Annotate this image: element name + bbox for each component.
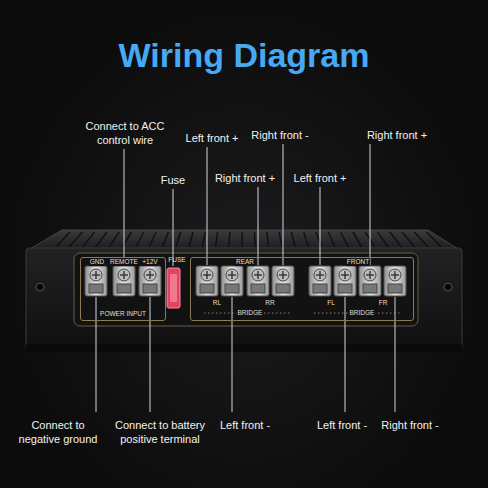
fuse-element: [170, 274, 177, 302]
heatsink-top: [30, 230, 458, 249]
leader-line: [207, 147, 208, 265]
terminals: [85, 266, 406, 296]
fin: [267, 232, 269, 247]
terminal-label: BRIDGE: [349, 309, 376, 317]
callout-label: Left front +: [265, 171, 375, 185]
callout-label: Left front -: [190, 418, 300, 432]
leader-line: [320, 187, 321, 265]
fuse-symbol: [167, 268, 180, 308]
fin: [56, 232, 70, 247]
terminal-label: FR: [378, 299, 389, 307]
callout-label: Left front +: [157, 131, 267, 145]
fin: [279, 232, 282, 247]
fin: [69, 232, 82, 247]
leader-line: [173, 189, 174, 266]
screw-terminal: [85, 266, 107, 296]
terminal-panel: REARFRONTRLRRFLFRBRIDGEBRIDGE: [190, 257, 414, 321]
callout-label: Right front +: [190, 171, 300, 185]
terminal-panel: GND REMOTE+12V POWER INPUT: [80, 257, 166, 321]
mount-hole: [36, 283, 44, 291]
leader-line: [150, 297, 151, 412]
callout-label: Connect to battery positive terminal: [105, 418, 215, 446]
heatsink-fins: [56, 232, 441, 247]
terminal-label: RL: [212, 299, 222, 307]
leader-line: [283, 144, 284, 265]
terminal-label: REMOTE: [109, 258, 139, 266]
terminal-label: POWER INPUT: [99, 310, 147, 318]
fin: [316, 232, 322, 247]
screw-terminal: [384, 266, 406, 296]
terminal-label: +12V: [141, 258, 158, 266]
terminal-label: BRIDGE: [237, 309, 264, 317]
fin: [390, 232, 402, 247]
leader-line: [124, 149, 125, 265]
title: Wiring Diagram: [0, 36, 488, 75]
callout-label: Connect to ACC control wire: [77, 119, 173, 147]
screw-terminal: [196, 266, 218, 296]
fin: [328, 232, 335, 247]
screw-terminal: [359, 266, 381, 296]
fin: [414, 232, 428, 247]
terminal-label: FUSE: [121, 256, 233, 264]
fin: [83, 232, 95, 247]
fin: [109, 232, 119, 247]
fin: [402, 232, 415, 247]
fin: [341, 232, 349, 247]
terminal-bay: [74, 253, 418, 326]
fin: [176, 232, 181, 247]
leader-line: [96, 297, 97, 412]
leader-line: [345, 297, 346, 412]
fin: [254, 232, 256, 247]
fin: [96, 232, 107, 247]
screw-terminal: [272, 266, 294, 296]
fin: [304, 232, 309, 247]
screw-terminal: [309, 266, 331, 296]
fin: [353, 232, 362, 247]
leader-line: [258, 187, 259, 265]
leader-lines: [96, 144, 395, 412]
leader-line: [370, 144, 371, 265]
screw-terminal: [221, 266, 243, 296]
fin: [215, 232, 217, 247]
fin: [427, 232, 442, 247]
screw-terminal: [247, 266, 269, 296]
callout-label: Connect to negative ground: [13, 418, 103, 446]
fin: [378, 232, 389, 247]
terminal-label: GND: [89, 258, 105, 266]
fin: [189, 232, 193, 247]
callout-label: Fuse: [118, 173, 228, 187]
base-lip: [26, 344, 462, 352]
fin: [241, 232, 243, 247]
screw-terminal: [334, 266, 356, 296]
terminal-label: FRONT: [346, 258, 370, 266]
mount-hole: [444, 283, 452, 291]
callout-label: Right front -: [225, 128, 335, 142]
leader-line: [395, 297, 396, 412]
callout-label: Left front -: [287, 418, 397, 432]
fin: [136, 232, 144, 247]
callout-label: Right front +: [342, 128, 452, 142]
amplifier-face: [26, 248, 462, 350]
fin: [149, 232, 156, 247]
fin: [229, 232, 230, 247]
fin: [162, 232, 168, 247]
terminal-label: RR: [264, 299, 275, 307]
terminal-label: FL: [326, 299, 336, 307]
leader-line: [232, 297, 233, 412]
screw-terminal: [113, 266, 135, 296]
terminal-label: REAR: [235, 258, 255, 266]
callout-label: Right front -: [355, 418, 465, 432]
fin: [202, 232, 205, 247]
screw-terminal: [139, 266, 161, 296]
fin: [291, 232, 295, 247]
